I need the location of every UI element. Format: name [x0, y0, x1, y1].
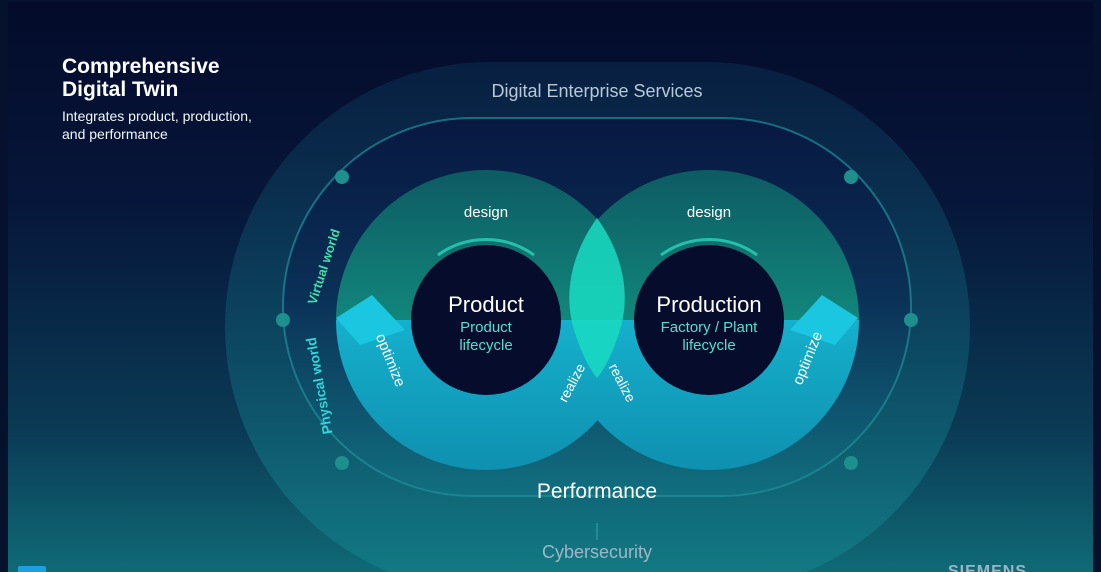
left-accent-arc — [437, 237, 535, 257]
performance-label: Performance — [537, 480, 657, 503]
production-hub — [634, 245, 784, 395]
brand-logo: SIEMENS — [948, 563, 1028, 572]
product-hub — [411, 245, 561, 395]
ring-node — [335, 170, 349, 184]
services-label: Digital Enterprise Services — [491, 81, 702, 101]
product-subtitle-line1: Product — [460, 319, 513, 336]
right-design-label: design — [687, 204, 731, 221]
product-subtitle-line2: lifecycle — [459, 337, 512, 354]
production-subtitle-line1: Factory / Plant — [661, 319, 759, 336]
product-title: Product — [448, 292, 524, 317]
right-accent-arc — [660, 237, 758, 257]
slide-subtitle: Integrates product, production, and perf… — [62, 108, 252, 142]
slide-title: Comprehensive Digital Twin — [62, 55, 220, 101]
cybersecurity-label: Cybersecurity — [542, 542, 652, 562]
left-notch — [336, 295, 405, 345]
ring-node — [844, 170, 858, 184]
production-subtitle-line2: lifecycle — [682, 337, 735, 354]
corner-badge — [18, 566, 46, 572]
ring-node — [844, 456, 858, 470]
loop-overlap — [569, 218, 625, 378]
production-title: Production — [656, 292, 761, 317]
left-design-label: design — [464, 204, 508, 221]
ring-node — [276, 313, 290, 327]
ring-node — [335, 456, 349, 470]
right-notch — [790, 295, 858, 345]
heading-block: Comprehensive Digital Twin Integrates pr… — [62, 55, 272, 143]
ring-node — [904, 313, 918, 327]
